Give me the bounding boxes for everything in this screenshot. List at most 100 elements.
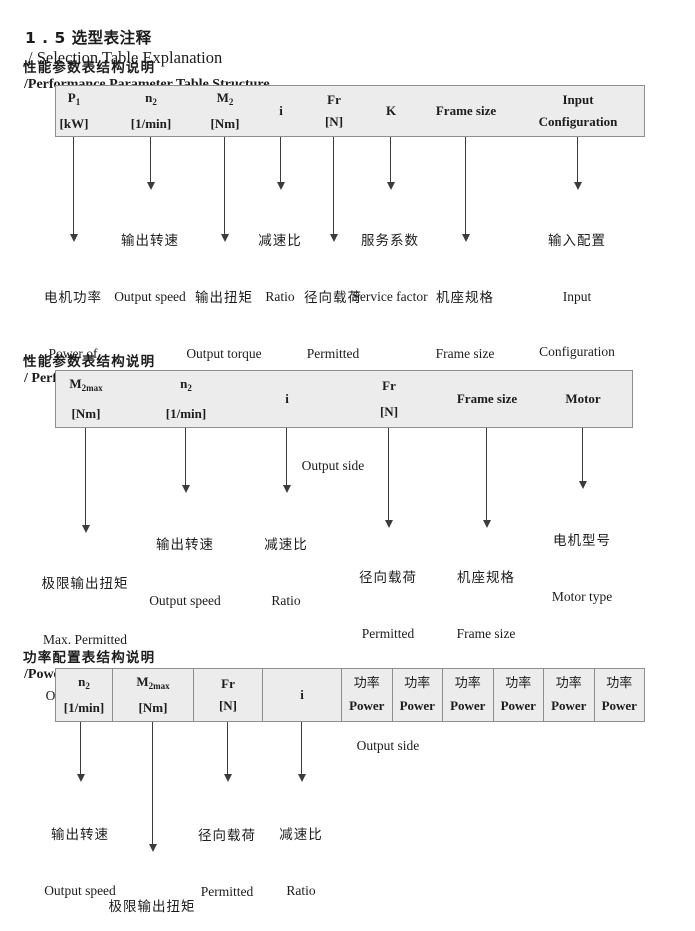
s1-label-output-speed: 输出转速 Output speed	[114, 196, 186, 342]
s1-arrow-n2	[146, 137, 155, 190]
t2-col-frame-size: Frame size	[457, 371, 517, 427]
s2-label-motor-type: 电机型号 Motor type	[552, 496, 612, 642]
s1-label-input-configuration-zh: 输入配置	[548, 233, 606, 249]
t2-col-fr-unit: [N]	[379, 404, 399, 419]
s1-label-ratio-zh: 减速比	[258, 233, 302, 249]
s1-label-input-configuration-en2: Configuration	[539, 344, 615, 359]
s1-label-overhung-load-zh: 径向载荷	[303, 290, 362, 306]
t3-col-n2-symbol: n2	[78, 675, 90, 693]
t1-col-p1: P1 [kW]	[60, 86, 89, 136]
s2-label-frame-size-en: Frame size	[456, 626, 516, 641]
s2-label-ratio-zh: 减速比	[264, 537, 308, 553]
t3-col-power-5-zh: 功率	[555, 676, 582, 691]
s3-label-ratio: 减速比 Ratio	[279, 790, 323, 931]
t1-col-frame-size-label: Frame size	[435, 103, 497, 118]
t2-col-fr-symbol: Fr	[382, 378, 396, 393]
page-title-zh: 1 . 5 选型表注释	[25, 29, 152, 47]
performance-table-2: M2max [Nm] n2 [1/min] i Fr [N] Frame siz…	[55, 370, 633, 428]
s2-label-overhung-load-en3: Output side	[356, 738, 420, 753]
s1-label-power-of-motor-en1: Power of	[48, 346, 98, 361]
power-combination-table: n2 [1/min] M2max [Nm] Fr [N] i 功率 Power …	[55, 668, 645, 722]
s2-label-max-output-torque-en1: Max. Permitted	[43, 632, 127, 647]
s3-label-overhung-load-en1: Permitted	[200, 884, 254, 899]
s3-arrow-i	[297, 722, 306, 782]
t1-col-input-line1: Input	[562, 92, 594, 107]
t1-col-frame-size: Frame size	[436, 86, 496, 136]
t2-col-i: i	[285, 371, 289, 427]
s3-label-ratio-en: Ratio	[286, 883, 316, 898]
t3-col-power-1: 功率 Power	[342, 669, 393, 721]
s2-label-overhung-load-en1: Permitted	[361, 626, 415, 641]
t1-col-p1-unit: [kW]	[59, 116, 89, 131]
s1-label-output-speed-zh: 输出转速	[121, 233, 179, 249]
s1-label-output-torque: 输出扭矩 Output torque	[186, 252, 261, 400]
s3-label-overhung-load: 径向载荷 Permitted Overhung load Output side	[187, 790, 268, 931]
t2-col-i-symbol: i	[285, 391, 289, 406]
t2-col-motor: Motor	[565, 371, 600, 427]
s2-label-output-speed-zh: 输出转速	[156, 537, 214, 553]
s1-label-frame-size-en: Frame size	[435, 346, 495, 361]
s1-label-frame-size: 机座规格 Frame size	[436, 252, 495, 400]
s3-arrow-n2	[76, 722, 85, 782]
s2-label-max-output-torque-zh: 极限输出扭矩	[41, 576, 129, 592]
t3-col-n2: n2 [1/min]	[56, 669, 113, 721]
s1-label-ratio-en: Ratio	[265, 289, 295, 304]
s1-label-input-configuration-en1: Input	[562, 289, 592, 304]
s3-label-overhung-load-zh: 径向载荷	[197, 828, 256, 844]
t2-col-motor-label: Motor	[565, 391, 601, 406]
s2-arrow-frame	[482, 428, 491, 528]
s2-arrow-i	[282, 428, 291, 493]
s2-label-overhung-load: 径向载荷 Permitted Overhung load Output side	[348, 532, 429, 792]
t2-col-m2max-unit: [Nm]	[71, 406, 101, 421]
s1-label-ratio: 减速比 Ratio	[258, 196, 302, 342]
s3-arrow-m2max	[148, 722, 157, 852]
s2-arrow-fr	[384, 428, 393, 528]
t1-col-m2-symbol: M2	[217, 91, 234, 109]
t2-col-n2: n2 [1/min]	[166, 371, 206, 427]
s1-label-overhung-load-en1: Permitted	[306, 346, 360, 361]
s2-label-output-speed-en: Output speed	[149, 593, 221, 608]
t2-col-n2-subscript: 2	[187, 383, 192, 393]
t1-col-m2-base: M	[216, 90, 229, 105]
s2-label-motor-type-zh: 电机型号	[553, 533, 611, 549]
t1-col-m2-subscript: 2	[228, 97, 234, 107]
s1-label-output-torque-en: Output torque	[186, 346, 262, 361]
s2-label-motor-type-en: Motor type	[551, 589, 613, 604]
s1-arrow-i	[276, 137, 285, 190]
t2-col-frame-size-label: Frame size	[456, 391, 518, 406]
t1-col-n2-symbol: n2	[145, 91, 157, 109]
t2-col-n2-symbol: n2	[180, 377, 192, 395]
t3-col-power-4-en: Power	[500, 698, 536, 713]
t3-col-power-6-zh: 功率	[606, 676, 633, 691]
s2-arrow-n2	[181, 428, 190, 493]
t2-col-m2max: M2max [Nm]	[69, 371, 102, 427]
t3-col-fr-unit: [N]	[218, 698, 238, 713]
t1-col-k-symbol: K	[385, 103, 397, 118]
t2-col-m2max-symbol: M2max	[69, 377, 102, 395]
t1-col-n2-subscript: 2	[152, 97, 157, 107]
t3-col-power-5: 功率 Power	[544, 669, 595, 721]
t1-col-m2-unit: [Nm]	[210, 116, 240, 131]
t3-col-power-1-zh: 功率	[353, 676, 380, 691]
t3-col-power-3-zh: 功率	[454, 676, 481, 691]
t2-col-n2-unit: [1/min]	[165, 406, 207, 421]
t1-col-p1-base: P	[67, 90, 76, 105]
t1-col-i: i	[279, 86, 283, 136]
t1-col-input-configuration: Input Configuration	[539, 86, 618, 136]
s2-label-frame-size-zh: 机座规格	[456, 570, 515, 586]
t3-col-power-3-en: Power	[450, 698, 486, 713]
s1-label-overhung-load-en3: Output side	[301, 458, 365, 473]
s1-arrow-p1	[69, 137, 78, 242]
t1-col-i-symbol: i	[279, 103, 283, 118]
s2-arrow-motor	[578, 428, 587, 489]
s1-arrow-m2	[220, 137, 229, 242]
t3-col-n2-base: n	[78, 674, 86, 689]
t3-col-power-1-en: Power	[349, 698, 385, 713]
t3-col-power-6-en: Power	[601, 698, 637, 713]
t2-col-fr: Fr [N]	[380, 371, 398, 427]
t1-col-n2: n2 [1/min]	[131, 86, 171, 136]
s1-label-output-torque-zh: 输出扭矩	[195, 290, 253, 306]
s2-label-output-speed: 输出转速 Output speed	[149, 500, 221, 646]
t3-col-i-symbol: i	[300, 687, 304, 702]
